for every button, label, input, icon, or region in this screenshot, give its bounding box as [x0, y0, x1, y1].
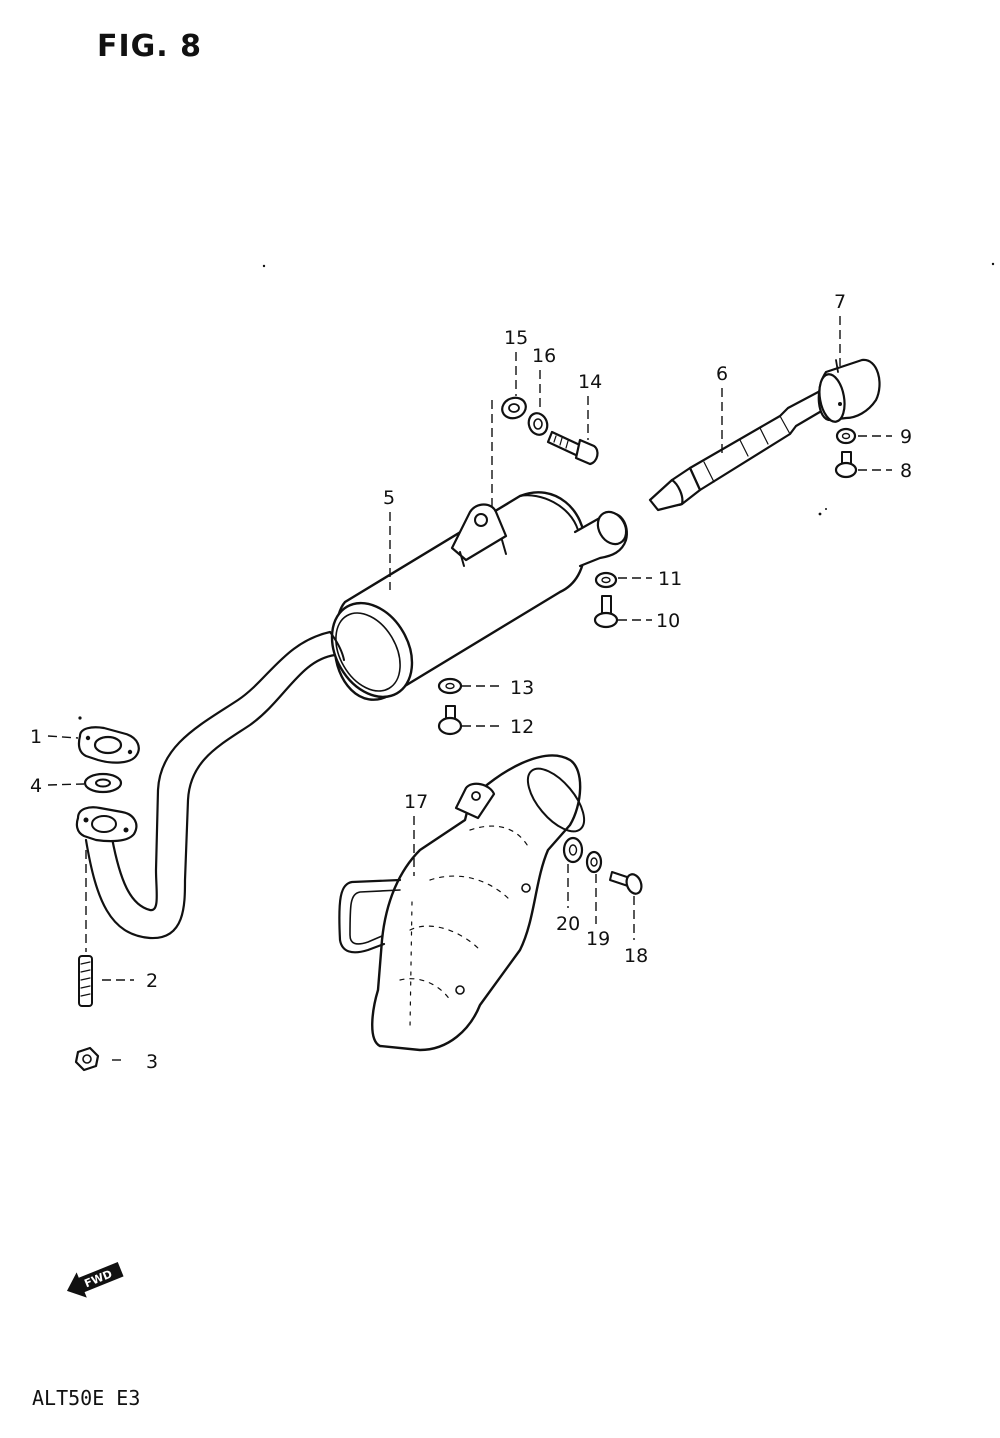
- bolt-14: [546, 430, 599, 466]
- callout-2: 2: [146, 970, 158, 992]
- callout-labels: 1 2 3 4 5 6 7 8 9 10 11 12 13 14 15 16 1…: [30, 291, 912, 1073]
- gasket-ring: [83, 772, 123, 794]
- lock-washer-16: [527, 412, 549, 436]
- callout-18: 18: [624, 945, 648, 967]
- callout-4: 4: [30, 775, 42, 797]
- stud-bolt: [78, 850, 93, 1007]
- callout-12: 12: [510, 716, 534, 738]
- muffler: [329, 400, 628, 701]
- lock-washer-19: [585, 850, 603, 874]
- screw-10: [593, 595, 619, 629]
- fwd-arrow-icon: [66, 1262, 124, 1298]
- screw-8: [834, 451, 858, 479]
- callout-16: 16: [532, 345, 556, 367]
- callout-15: 15: [504, 327, 528, 349]
- lock-washer-11: [594, 571, 618, 589]
- heat-shield: [338, 754, 586, 1052]
- callout-1: 1: [30, 726, 42, 748]
- bolt-18: [609, 871, 643, 895]
- end-cap-7: [817, 358, 881, 423]
- callout-14: 14: [578, 371, 602, 393]
- leader-lines: [47, 316, 892, 1061]
- washer-15: [501, 396, 527, 420]
- spark-arrester: [648, 388, 832, 512]
- washer-9: [835, 427, 857, 445]
- screw-12: [437, 705, 463, 736]
- washer-20: [562, 836, 584, 864]
- callout-13: 13: [510, 677, 534, 699]
- fwd-label: FWD: [82, 1267, 114, 1290]
- callout-3: 3: [146, 1051, 158, 1073]
- callout-8: 8: [900, 460, 912, 482]
- callout-10: 10: [656, 610, 680, 632]
- callout-9: 9: [900, 426, 912, 448]
- callout-20: 20: [556, 913, 580, 935]
- figure-title: FIG. 8: [97, 29, 202, 64]
- model-code: ALT50E E3: [32, 1386, 140, 1410]
- callout-11: 11: [658, 568, 682, 590]
- washer-13: [437, 677, 463, 695]
- callout-6: 6: [716, 363, 728, 385]
- gasket-flange: [77, 716, 140, 764]
- callout-5: 5: [383, 487, 395, 509]
- nut: [74, 1046, 100, 1072]
- callout-17: 17: [404, 791, 428, 813]
- callout-7: 7: [834, 291, 846, 313]
- forward-direction-arrow: FWD: [66, 1262, 124, 1298]
- scan-specks: [262, 262, 995, 516]
- callout-19: 19: [586, 928, 610, 950]
- exhaust-pipe: [75, 630, 337, 940]
